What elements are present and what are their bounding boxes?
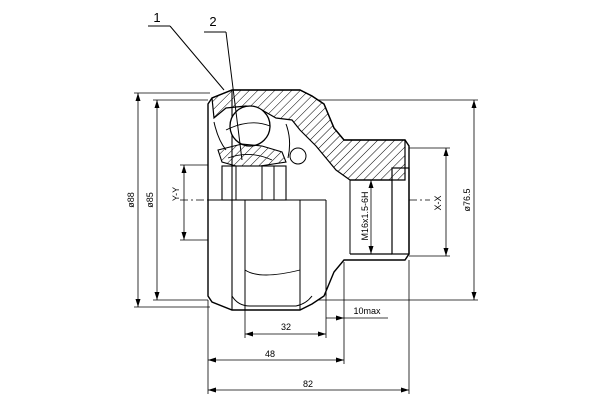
center-lines xyxy=(180,164,430,201)
dim-d76-5: ø76.5 xyxy=(462,188,472,211)
dim-d85: ø85 xyxy=(145,192,155,208)
label-xx: X-X xyxy=(433,195,443,210)
callout-2: 2 xyxy=(209,14,216,29)
callout-1: 1 xyxy=(153,10,160,25)
right-diameter-dims xyxy=(318,99,478,301)
stub-shaft-face xyxy=(391,167,410,255)
left-diameter-dims xyxy=(134,92,210,308)
inner-race xyxy=(221,165,287,201)
length-dims xyxy=(207,260,410,394)
pivot-circle xyxy=(289,147,307,165)
dim-10max: 10max xyxy=(353,306,381,316)
label-yy: Y-Y xyxy=(171,187,181,201)
dim-48: 48 xyxy=(265,349,275,359)
inner-components xyxy=(213,105,307,201)
thread-label: M16x1.5-6H xyxy=(360,191,370,240)
dim-d88: ø88 xyxy=(126,192,136,208)
callout-leaders xyxy=(148,25,243,161)
dim-82: 82 xyxy=(303,379,313,389)
dim-32: 32 xyxy=(281,322,291,332)
